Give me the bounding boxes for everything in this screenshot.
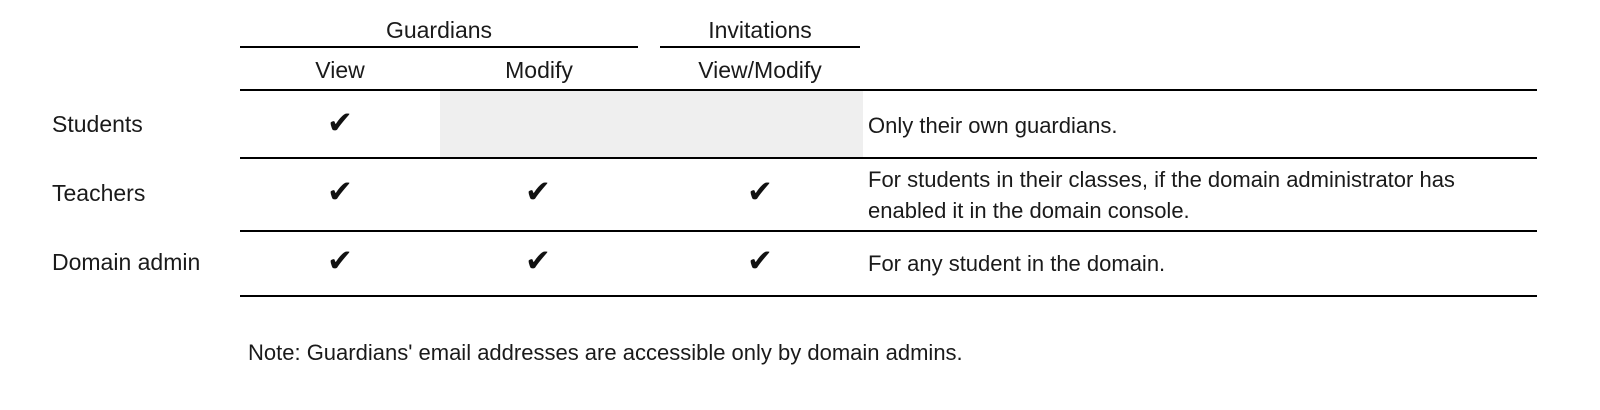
header-bottom-rule — [240, 89, 1537, 91]
row-rule-after-teachers — [240, 230, 1537, 232]
group-header-guardians: Guardians — [385, 17, 493, 43]
checkmark-icon-teachers-guardians-view: ✔ — [327, 174, 353, 210]
checkmark-icon-domain-admin-invitations-view-modify: ✔ — [747, 243, 773, 279]
description-students: Only their own guardians. — [868, 113, 1118, 138]
row-label-teachers: Teachers — [52, 180, 146, 206]
checkmark-icon-domain-admin-guardians-view: ✔ — [327, 243, 353, 279]
column-header-view: View — [315, 57, 365, 83]
disabled-cell-students-modify — [440, 91, 863, 157]
group-rule-guardians — [240, 46, 638, 48]
checkmark-icon-students-guardians-view: ✔ — [327, 105, 353, 141]
group-header-invitations: Invitations — [708, 17, 812, 43]
group-rule-invitations — [660, 46, 860, 48]
checkmark-icon-domain-admin-guardians-modify: ✔ — [525, 243, 551, 279]
row-rule-after-students — [240, 157, 1537, 159]
checkmark-icon-teachers-guardians-modify: ✔ — [525, 174, 551, 210]
description-teachers: For students in their classes, if the do… — [868, 167, 1455, 223]
description-domain-admin: For any student in the domain. — [868, 251, 1166, 276]
table-bottom-rule — [240, 295, 1537, 297]
table-note: Note: Guardians' email addresses are acc… — [248, 340, 963, 365]
row-label-domain-admin: Domain admin — [52, 249, 201, 275]
checkmark-icon-teachers-invitations-view-modify: ✔ — [747, 174, 773, 210]
column-header-modify: Modify — [505, 57, 573, 83]
row-label-students: Students — [52, 111, 143, 137]
column-header-view-modify: View/Modify — [698, 57, 822, 83]
